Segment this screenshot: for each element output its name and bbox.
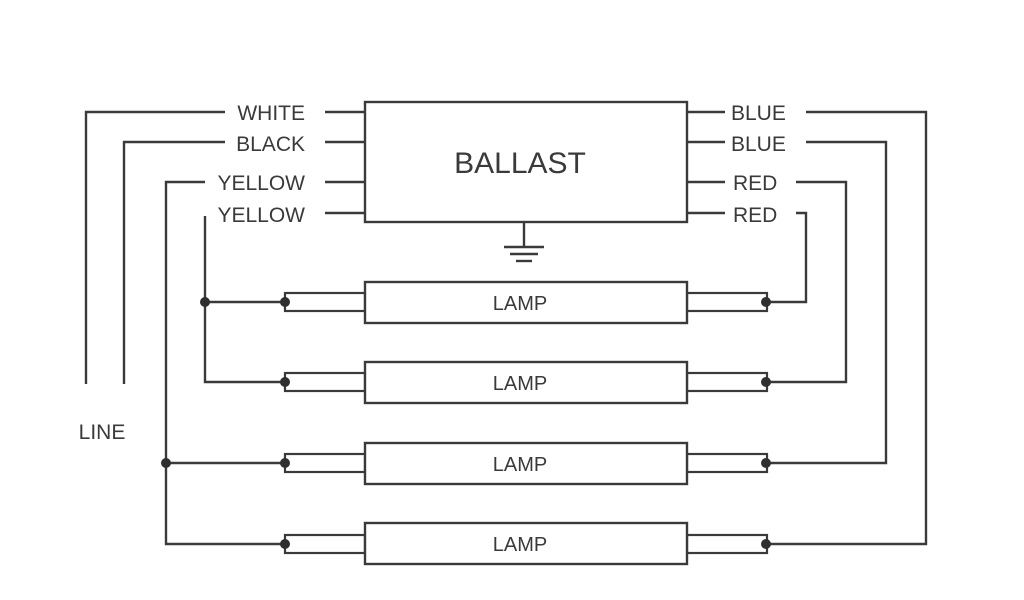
lamp-4-label: LAMP — [493, 534, 547, 556]
ballast-label: BALLAST — [454, 147, 586, 180]
wire-label-blue-1: BLUE — [731, 102, 786, 125]
wire-black — [122, 140, 225, 384]
junction-node — [280, 377, 290, 387]
junction-node — [161, 458, 171, 468]
junction-node — [280, 297, 290, 307]
ground-icon — [504, 222, 544, 263]
junction-node — [200, 297, 210, 307]
wire-label-black: BLACK — [236, 133, 305, 156]
wire-red-2 — [766, 211, 808, 304]
wire-label-red-1: RED — [733, 172, 777, 195]
junction-node — [761, 377, 771, 387]
wire-label-white: WHITE — [237, 102, 305, 125]
wire-label-red-2: RED — [733, 204, 777, 227]
wire-yellow-2 — [203, 216, 285, 384]
junction-node — [761, 297, 771, 307]
wire-label-blue-2: BLUE — [731, 133, 786, 156]
wire-label-yellow-1: YELLOW — [217, 172, 305, 195]
ballast-box — [363, 100, 689, 224]
wire-white — [84, 110, 225, 384]
lamp-4 — [283, 521, 769, 566]
junction-node — [280, 539, 290, 549]
lamp-1 — [283, 280, 769, 325]
wire-blue-2 — [766, 140, 888, 465]
junction-node — [280, 458, 290, 468]
wire-red-1 — [766, 180, 848, 384]
lamp-3-label: LAMP — [493, 454, 547, 476]
lamp-1-label: LAMP — [493, 293, 547, 315]
junction-node — [761, 458, 771, 468]
wire-yellow-1 — [164, 180, 285, 546]
wire-blue-1 — [766, 110, 928, 546]
lamp-3 — [283, 441, 769, 486]
lamp-2-label: LAMP — [493, 373, 547, 395]
line-label: LINE — [79, 421, 126, 444]
wire-label-yellow-2: YELLOW — [217, 204, 305, 227]
junction-node — [761, 539, 771, 549]
